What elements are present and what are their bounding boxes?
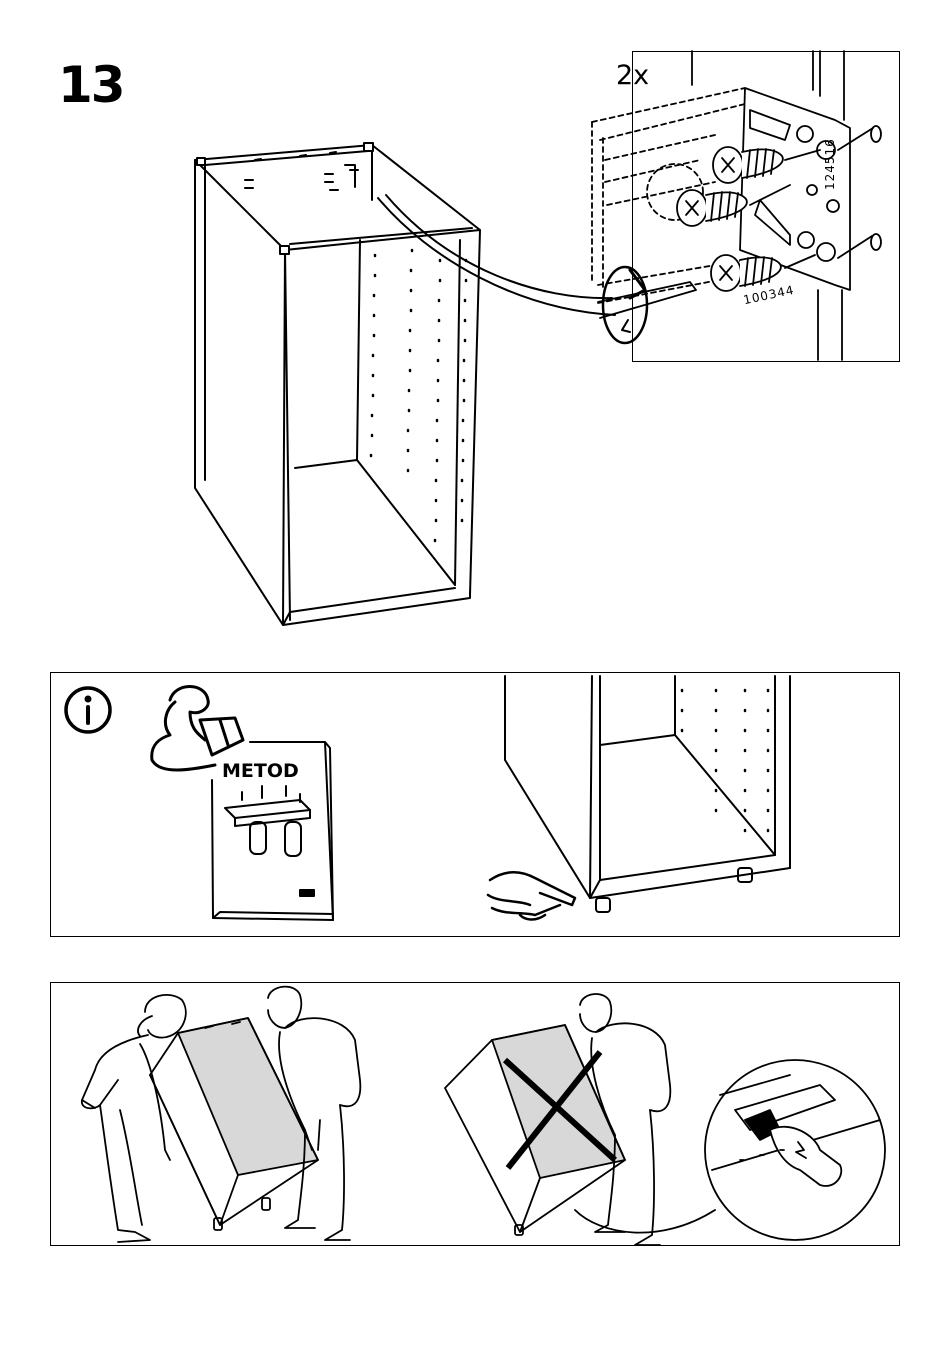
lift-warning-panel (50, 982, 900, 1246)
booklet-title: METOD (222, 760, 299, 782)
detail-box (632, 51, 900, 362)
cabinet-frame (195, 143, 480, 625)
info-panel (50, 672, 900, 937)
step-number: 13 (58, 56, 124, 114)
